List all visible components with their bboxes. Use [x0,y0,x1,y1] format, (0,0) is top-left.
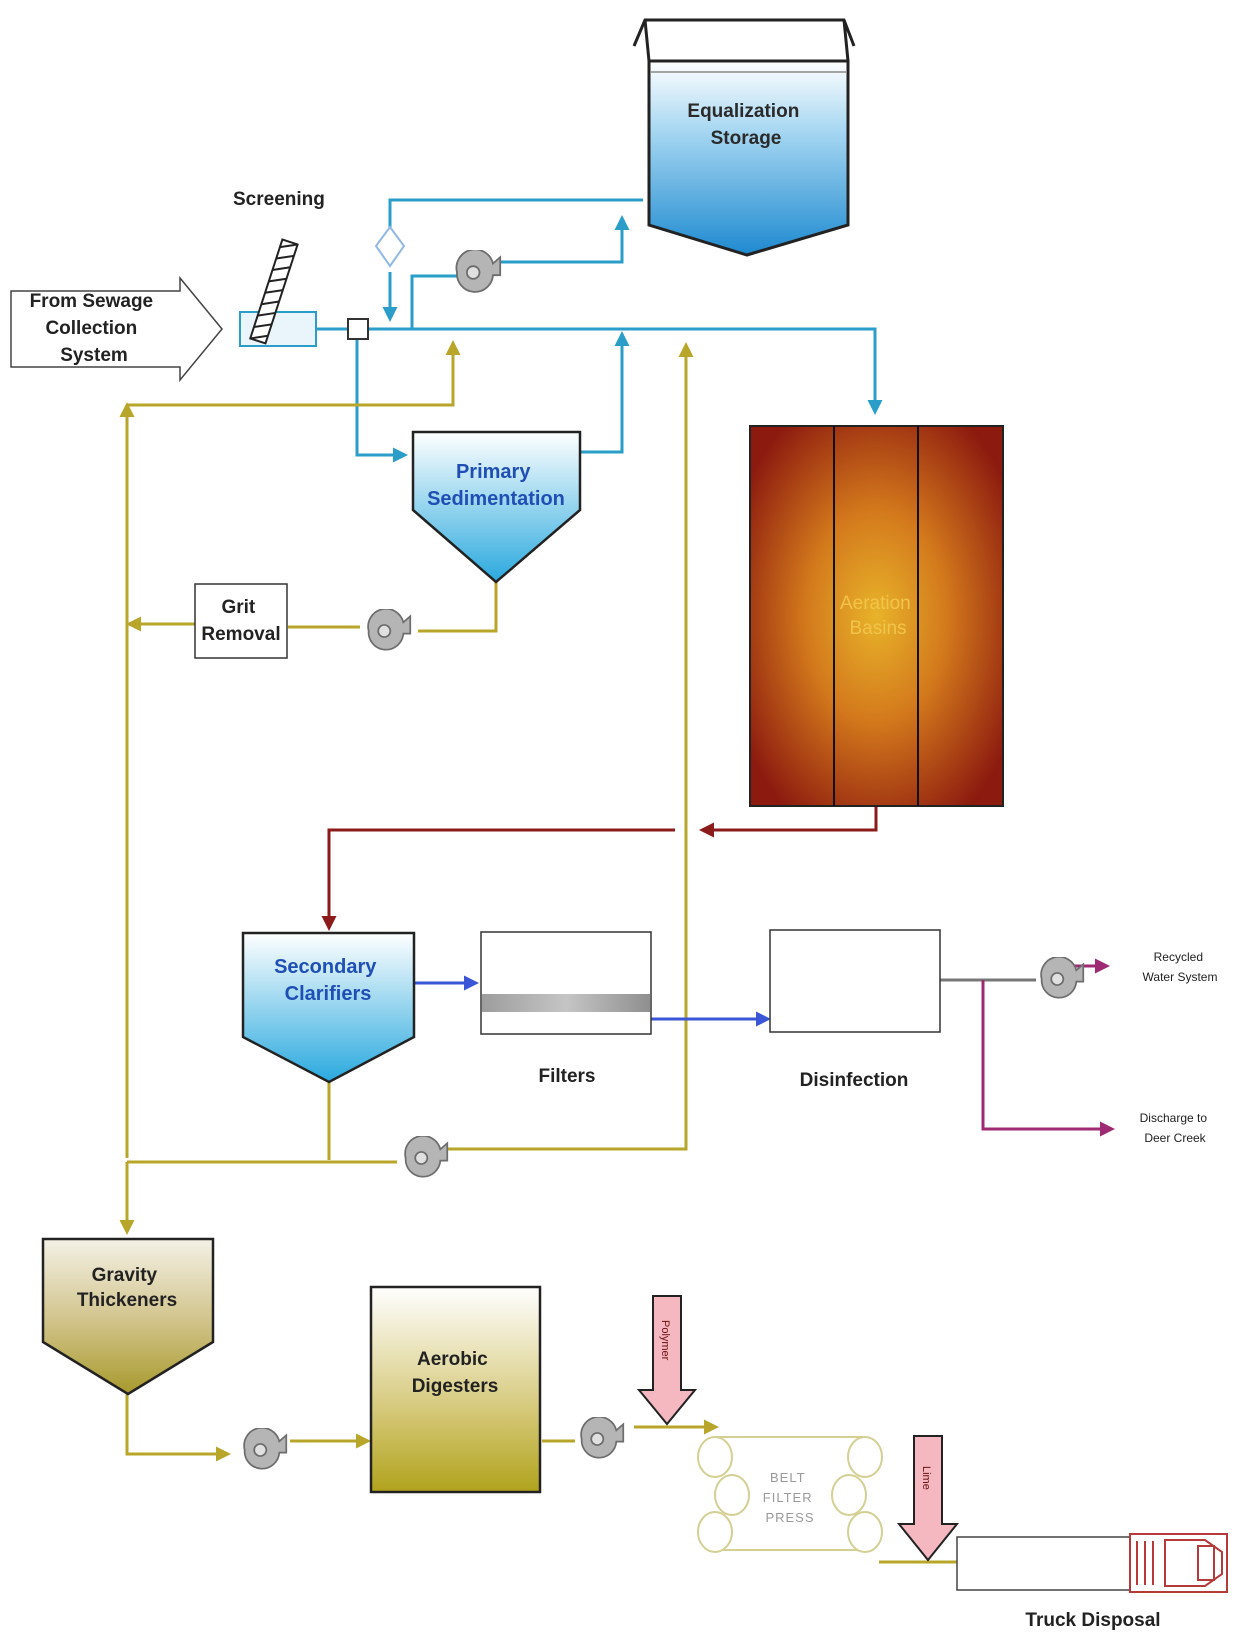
primary-sedimentation-tank: Primary Sedimentation [411,430,582,584]
aeration-basins: Aeration Basins [749,425,1004,807]
equalization-storage-tank: Equalization Storage [632,18,856,257]
belt-filter-press-label: BELT FILTER PRESS [763,1470,817,1525]
from-sewage-label: From Sewage Collection System [30,291,159,366]
disinfection-label: Disinfection [800,1070,909,1091]
truck-icon [956,1533,1228,1593]
aerobic-digesters-tank: Aerobic Digesters [369,1285,542,1494]
pump-recycled-water-icon [1040,957,1085,999]
filters-unit: Filters [480,931,652,1087]
discharge-label: Discharge to Deer Creek [1140,1111,1211,1145]
truck-disposal-label: Truck Disposal [1025,1610,1160,1631]
recycled-water-label: Recycled Water System [1143,950,1218,984]
pump-digester-icon [580,1417,625,1459]
primary-sedimentation-label: Primary Sedimentation [427,461,565,510]
pump-grit-icon [367,609,412,651]
secondary-clarifiers-label: Secondary Clarifiers [274,956,382,1005]
pump-thickener-icon [243,1428,288,1470]
from-sewage-inlet: From Sewage Collection System [10,275,223,383]
junction-box [347,318,369,340]
aeration-label: Aeration Basins [840,593,916,639]
lime-feed-arrow: Lime [896,1435,960,1562]
discharge-lines [940,958,1115,1137]
screening-label: Screening [233,189,325,210]
gravity-thickeners-tank: Gravity Thickeners [41,1237,215,1396]
pump-return-sludge-icon [404,1136,449,1178]
grit-removal-box: Grit Removal [194,583,288,659]
pump-equalization-icon [455,250,502,293]
aerobic-digesters-label: Aerobic Digesters [412,1349,499,1397]
screen-bar-icon [248,238,299,345]
screening-unit: Screening [233,189,325,347]
polymer-feed-arrow: Polymer [636,1295,698,1426]
mixed-liquor-lines [321,806,878,931]
equalization-label: Equalization Storage [687,101,804,149]
polymer-label: Polymer [659,1320,671,1361]
gravity-thickeners-label: Gravity Thickeners [77,1265,177,1311]
filters-label: Filters [538,1066,595,1087]
belt-filter-press [697,1436,883,1553]
lime-label: Lime [920,1466,932,1490]
grit-removal-label: Grit Removal [201,597,280,645]
disinfection-unit: Disinfection [769,929,941,1091]
secondary-clarifiers-tank: Secondary Clarifiers [241,931,416,1084]
valve-icon [374,225,406,268]
raw-water-lines [308,198,883,463]
